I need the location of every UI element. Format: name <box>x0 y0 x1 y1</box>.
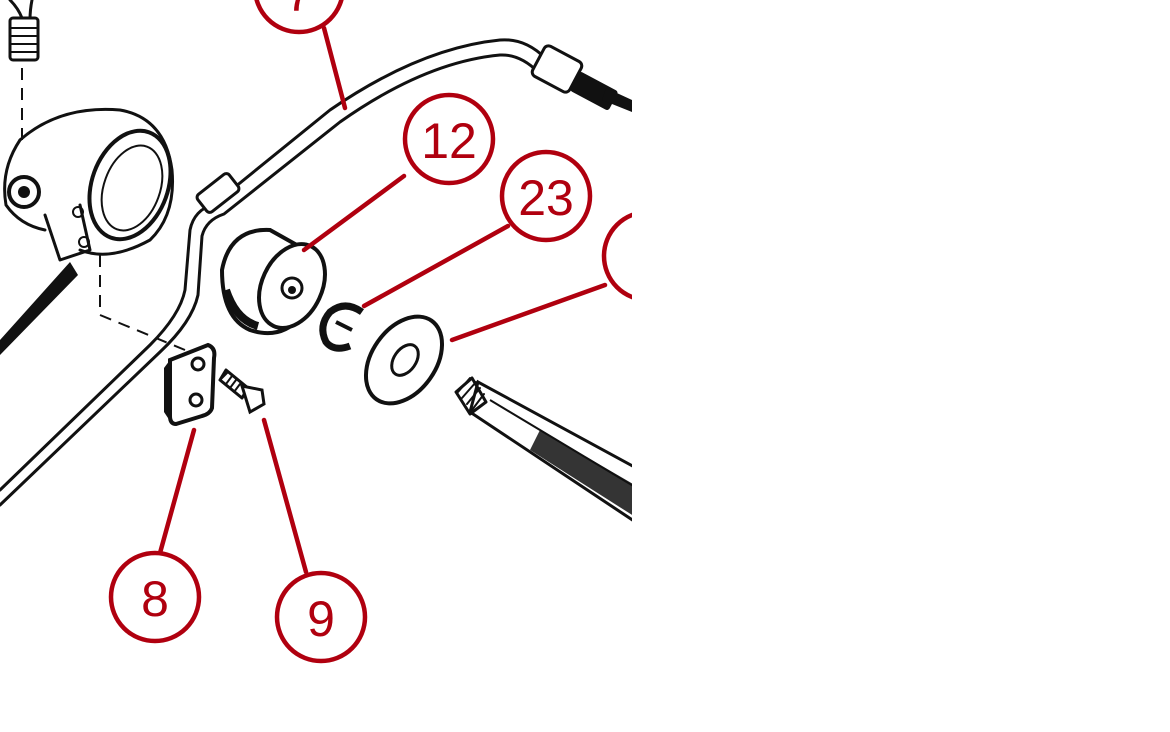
leader-7 <box>321 25 348 111</box>
callout-23: 23 <box>499 149 593 243</box>
callout-12-label: 12 <box>421 113 477 169</box>
e-clip-part-23 <box>319 302 365 352</box>
leader-partial <box>449 282 608 343</box>
callout-7: 7 <box>254 0 344 35</box>
callout-partial: 1 <box>601 212 662 300</box>
leader-8 <box>157 427 197 556</box>
leader-23 <box>361 223 511 309</box>
clamp-collar <box>0 107 175 355</box>
callout-8: 8 <box>108 550 202 644</box>
threaded-rod <box>454 376 632 522</box>
top-fitting <box>8 0 40 140</box>
leader-12 <box>301 173 407 253</box>
brake-line-tube <box>0 38 632 507</box>
callout-8-label: 8 <box>141 571 169 627</box>
callout-12: 12 <box>402 92 496 186</box>
bushing-part-12 <box>219 227 327 335</box>
callout-partial-label: 1 <box>634 230 662 286</box>
callout-7-label: 7 <box>285 0 313 22</box>
bracket-plate-part-8 <box>164 342 217 427</box>
callout-23-label: 23 <box>518 170 574 226</box>
alignment-dash <box>99 255 186 351</box>
callout-leaders <box>157 25 608 575</box>
leader-9 <box>261 417 309 575</box>
callout-9: 9 <box>274 570 368 664</box>
bolt-part-9 <box>218 368 266 415</box>
callout-9-label: 9 <box>307 591 335 647</box>
flat-washer <box>363 314 445 406</box>
